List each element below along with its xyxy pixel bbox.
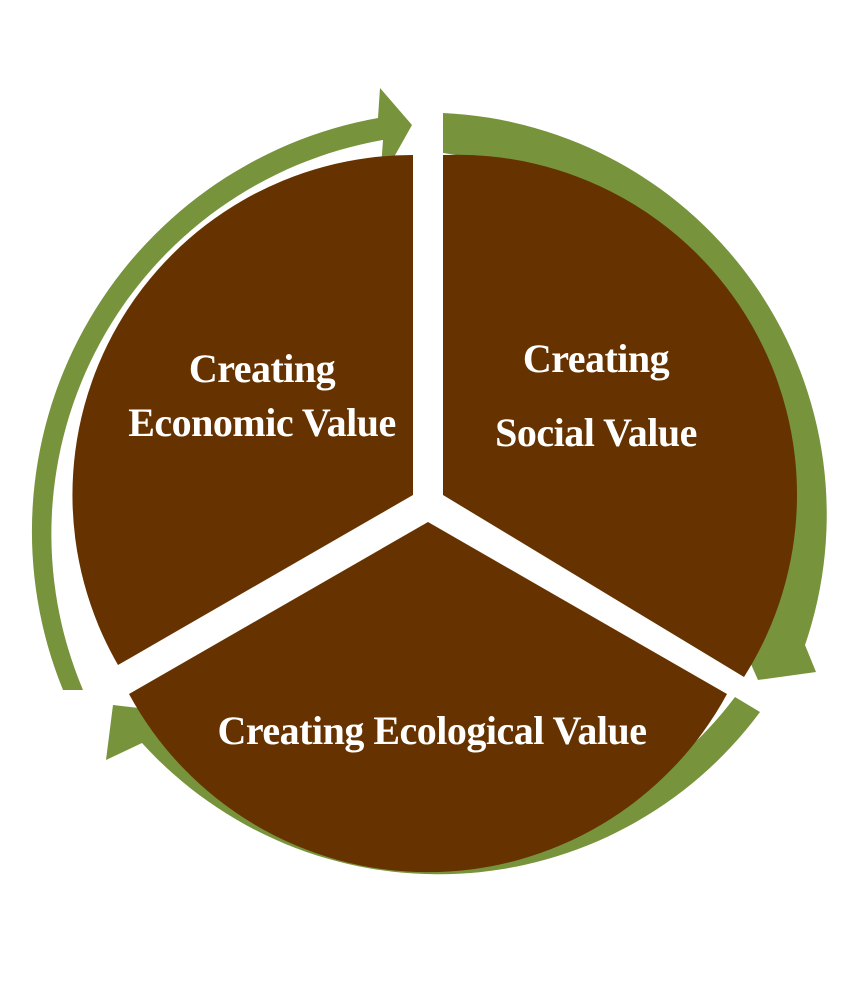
segment-ecological <box>129 522 727 873</box>
economic-label-line1: Creating <box>189 346 336 391</box>
social-label-line2: Social Value <box>495 410 697 455</box>
segment-labels: Creating Economic Value Creating Social … <box>128 336 697 753</box>
economic-label-line2: Economic Value <box>128 400 395 445</box>
segment-social <box>443 154 797 677</box>
social-label-line1: Creating <box>523 336 670 381</box>
ecological-label: Creating Ecological Value <box>218 708 647 753</box>
pie-segments <box>72 154 797 873</box>
arrow-social-to-ecological <box>443 113 827 680</box>
segment-economic <box>72 154 413 665</box>
